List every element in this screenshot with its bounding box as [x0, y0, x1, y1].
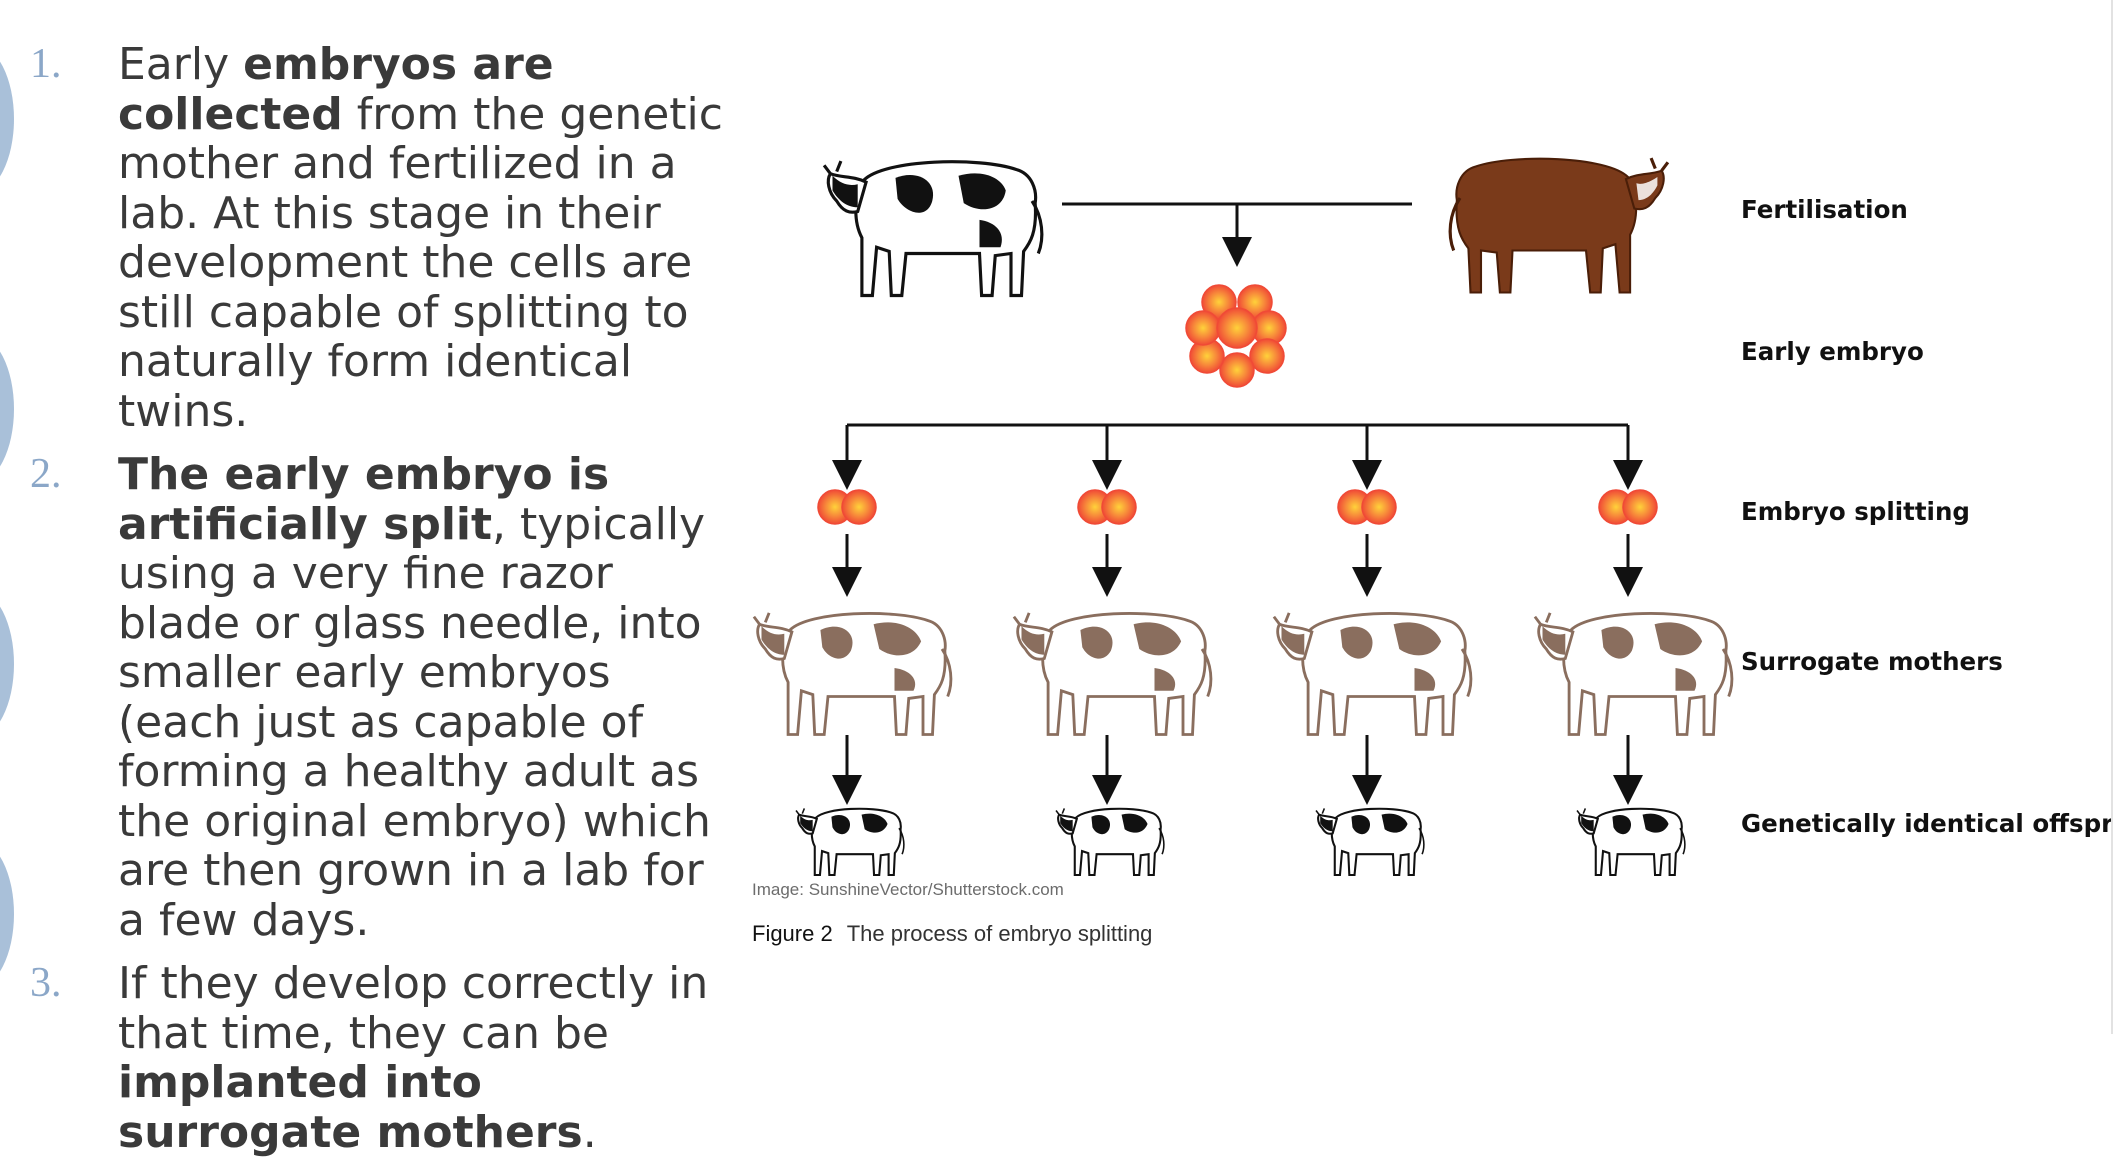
surrogate-cow-icon: [1272, 611, 1473, 736]
step-text: The early embryo is artificially split, …: [118, 449, 711, 946]
step-number: 1.: [30, 41, 62, 87]
figure-number: Figure 2: [752, 921, 833, 946]
embryo-cell: [1216, 307, 1258, 349]
embryo-cell: [1361, 489, 1397, 525]
embryo-cell: [841, 489, 877, 525]
label-early-embryo: Early embryo: [1741, 337, 1924, 366]
embryo-cell: [1185, 310, 1221, 346]
label-offspring: Genetically identical offspring: [1741, 809, 2113, 838]
figure-caption-text: The process of embryo splitting: [846, 921, 1153, 946]
step-number: 2.: [30, 451, 62, 497]
image-credit: Image: SunshineVector/Shutterstock.com: [752, 880, 1064, 899]
embryo-cell: [1101, 489, 1137, 525]
offspring-calf-icon: [1315, 807, 1425, 877]
embryo-cell: [1249, 338, 1285, 374]
split-embryo-icon: [817, 489, 877, 525]
split-column: [1272, 425, 1473, 877]
split-embryo-icon: [1337, 489, 1397, 525]
label-fertilisation: Fertilisation: [1741, 195, 1908, 224]
split-column: [752, 425, 953, 877]
offspring-calf-icon: [794, 807, 905, 877]
surrogate-cow-icon: [752, 611, 953, 736]
split-embryo-icon: [1598, 489, 1658, 525]
step-number: 3.: [30, 960, 62, 1006]
embryo-cell: [1219, 352, 1255, 388]
step-item: 2. The early embryo is artificially spli…: [30, 450, 730, 945]
surrogate-cow-icon: [1533, 611, 1734, 736]
surrogate-cow-icon: [1012, 611, 1213, 736]
split-embryo-icon: [1077, 489, 1137, 525]
figure-caption: Figure 2 The process of embryo splitting: [752, 921, 1152, 947]
embryo-splitting-diagram: Fertilisation Early embryo Embryo splitt…: [752, 156, 2113, 877]
early-embryo-icon: [1185, 284, 1287, 388]
offspring-calf-icon: [1055, 807, 1165, 877]
step-item: 1. Early embryos are collected from the …: [30, 40, 730, 436]
step-text: Early embryos are collected from the gen…: [118, 39, 723, 437]
offspring-calf-icon: [1576, 807, 1686, 877]
embryo-cell: [1622, 489, 1658, 525]
father-cow-icon: [1448, 156, 1670, 295]
split-column: [1012, 425, 1213, 877]
label-embryo-splitting: Embryo splitting: [1741, 497, 1970, 526]
mother-cow-icon: [822, 159, 1044, 298]
label-surrogate-mothers: Surrogate mothers: [1741, 647, 2003, 676]
split-column: [1533, 425, 1734, 877]
page-edge-divider: [2111, 0, 2113, 1034]
